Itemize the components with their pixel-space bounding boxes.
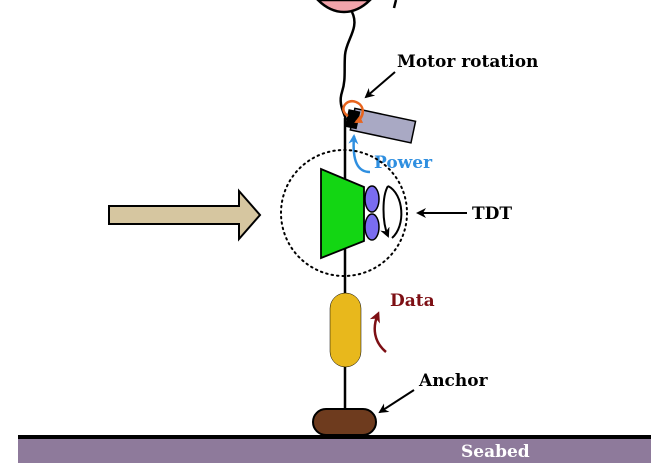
tether-cable [339,11,356,121]
tdt-label: TDT [472,204,512,224]
power-label: Power [374,153,433,173]
turbine-body [320,167,365,260]
motor-rotation-arrow [342,99,364,124]
seabed-label: Seabed [461,442,530,462]
power-arrow [348,134,371,174]
data-arrow [369,311,387,353]
turbine-blade-bottom [364,213,380,241]
anchor-block [312,408,377,436]
motor-rotation-label: Motor rotation [397,52,538,72]
buoy-tick [392,0,398,9]
motor [344,107,417,144]
motor-rotation-pointer [364,71,396,99]
buoy-body [316,0,372,14]
motor-body [349,107,417,144]
blade-rotation-arrow [384,185,403,238]
flow-arrow [108,188,262,242]
data-logger [329,292,362,368]
tdt-enclosure [280,149,408,277]
motor-shaft-cap [344,109,361,130]
data-label: Data [390,291,435,311]
turbine-blade-top [364,185,380,213]
anchor-label: Anchor [418,371,489,391]
seabed-layer [18,437,651,463]
surface-buoy [316,0,398,14]
anchor-pointer [378,389,415,414]
